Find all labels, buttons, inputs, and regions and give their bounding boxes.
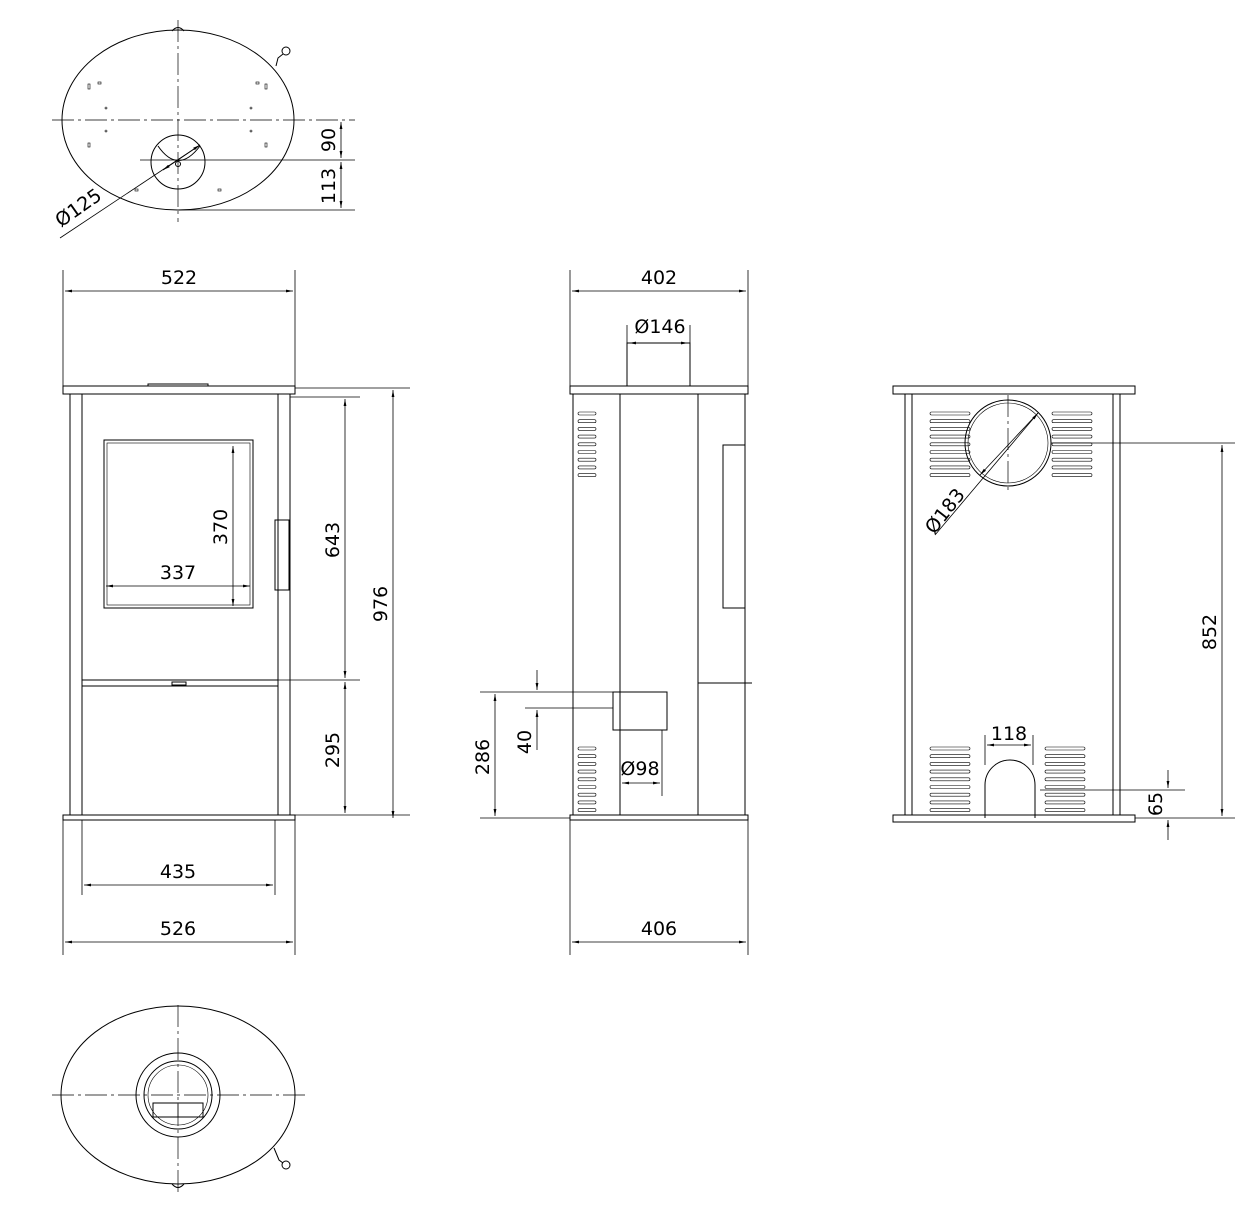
louvre-slot — [1051, 457, 1093, 462]
dim-370: 370 — [210, 509, 232, 545]
louvre-slot — [1051, 419, 1093, 424]
louvre-slot — [577, 792, 597, 797]
louvre-slot — [577, 419, 597, 424]
dim-286: 286 — [472, 739, 494, 775]
dim-40: 40 — [514, 730, 536, 754]
dim-65: 65 — [1145, 792, 1167, 816]
louvre-slot — [1044, 785, 1086, 789]
louvre-slot — [1044, 777, 1086, 782]
top-plate — [62, 385, 296, 395]
dim-90: 90 — [318, 128, 340, 152]
louvre-slot — [929, 792, 971, 797]
louvre-slot — [929, 450, 971, 454]
louvre-slot — [1051, 465, 1093, 470]
louvre-slot — [1044, 808, 1086, 812]
louvre-slot — [577, 800, 597, 805]
louvre-slot — [929, 754, 971, 759]
dim-435: 435 — [160, 861, 196, 883]
back-body — [904, 393, 1121, 816]
louvre-slot — [1044, 746, 1086, 751]
louvre-slot — [1051, 434, 1093, 439]
louvre-slot — [1044, 800, 1086, 805]
handle-arm — [275, 53, 284, 67]
louvre-slot — [577, 473, 597, 477]
louvre-slot — [577, 434, 597, 439]
dim-402: 402 — [641, 267, 677, 289]
louvre-slot — [577, 754, 597, 759]
louvre-slot — [929, 808, 971, 812]
bottom-plate — [62, 814, 296, 821]
side-body — [572, 393, 746, 816]
louvre-slot — [577, 746, 597, 751]
louvre-slot — [929, 800, 971, 805]
air-inlet — [612, 691, 668, 731]
glass-window — [103, 439, 254, 609]
louvre-slot — [929, 746, 971, 751]
louvre-slot — [929, 411, 971, 416]
dim-526: 526 — [160, 918, 196, 940]
louvre-slot — [1051, 473, 1093, 477]
louvre-slot — [577, 442, 597, 447]
dim-d125: Ø125 — [51, 184, 106, 231]
top-outlet — [626, 342, 691, 387]
louvre-slot — [577, 457, 597, 462]
dim-522: 522 — [161, 267, 197, 289]
flue-circle — [150, 134, 206, 190]
side-view: 402 Ø146 40 286 Ø98 406 — [472, 267, 752, 955]
louvre-slot — [577, 785, 597, 789]
dim-337: 337 — [160, 562, 196, 584]
dim-406: 406 — [641, 918, 677, 940]
bottom-view — [52, 1005, 305, 1195]
louvre-slot — [929, 762, 971, 766]
louvre-slot — [1044, 769, 1086, 774]
louvre-slot — [577, 427, 597, 431]
louvre-slot — [1051, 450, 1093, 454]
front-view: 522 370 337 643 295 976 435 526 — [62, 267, 410, 955]
dim-113: 113 — [318, 168, 340, 204]
louvre-slot — [577, 762, 597, 766]
dim-d98: Ø98 — [620, 758, 659, 780]
louvre-slot — [577, 808, 597, 812]
louvre-slot — [929, 427, 971, 431]
louvre-slot — [1044, 762, 1086, 766]
handle-ring-icon — [281, 46, 291, 56]
dim-643: 643 — [322, 522, 344, 558]
dim-852: 852 — [1199, 614, 1221, 650]
dim-976: 976 — [370, 586, 392, 622]
door-handle — [274, 519, 290, 591]
dim-d146: Ø146 — [634, 316, 685, 338]
louvre-slot — [577, 465, 597, 470]
dim-118: 118 — [991, 723, 1027, 745]
louvres — [577, 411, 597, 812]
handle-ring-icon — [281, 1160, 291, 1170]
dim-d183: Ø183 — [921, 484, 970, 538]
louvre-slot — [929, 465, 971, 470]
louvres — [929, 411, 1093, 812]
louvre-slot — [929, 777, 971, 782]
louvre-slot — [577, 769, 597, 774]
louvre-slot — [1051, 411, 1093, 416]
dim-295: 295 — [322, 732, 344, 768]
louvre-slot — [929, 434, 971, 439]
louvre-slot — [1051, 427, 1093, 431]
front-body — [69, 393, 291, 816]
mount-slots — [87, 81, 268, 192]
louvre-slot — [577, 450, 597, 454]
rear-air-opening — [984, 759, 1036, 818]
louvre-slot — [929, 473, 971, 477]
louvre-slot — [929, 769, 971, 774]
top-view: 90 113 Ø125 — [51, 20, 355, 239]
louvre-slot — [577, 411, 597, 416]
louvre-slot — [1044, 754, 1086, 759]
louvre-slot — [929, 457, 971, 462]
louvre-slot — [1044, 792, 1086, 797]
louvre-slot — [929, 785, 971, 789]
louvre-slot — [577, 777, 597, 782]
louvre-slot — [929, 419, 971, 424]
bottom-air-connector — [135, 1052, 221, 1138]
louvre-slot — [929, 442, 971, 447]
back-view: 852 65 118 Ø183 — [892, 385, 1235, 840]
